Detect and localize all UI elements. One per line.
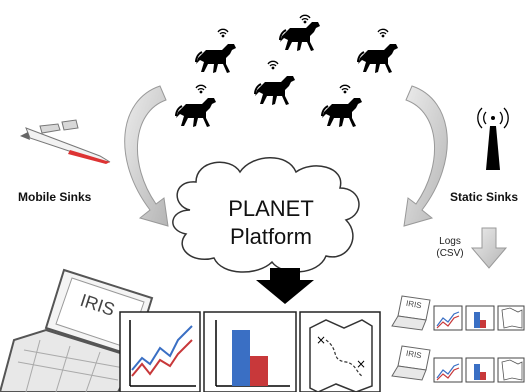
logs-down-arrow bbox=[470, 227, 508, 269]
horse-icon bbox=[279, 14, 321, 52]
horse-icon bbox=[321, 84, 363, 128]
platform-title-line-2: Platform bbox=[230, 224, 312, 249]
map-icon: × × bbox=[299, 311, 381, 392]
bar-chart-icon bbox=[203, 311, 297, 392]
static-sinks-label: Static Sinks bbox=[450, 190, 519, 204]
line-chart-icon bbox=[119, 311, 201, 392]
horse-icon bbox=[254, 60, 296, 106]
platform-title-line-1: PLANET bbox=[228, 196, 314, 221]
horse-icon bbox=[195, 28, 237, 74]
mini-dashboard-row-1 bbox=[391, 295, 525, 331]
mobile-sinks-label: Mobile Sinks bbox=[18, 190, 92, 204]
horse-icon bbox=[175, 84, 217, 128]
cloud-icon bbox=[172, 157, 360, 273]
svg-text:×: × bbox=[356, 357, 366, 371]
mini-dashboard-row-2 bbox=[391, 345, 525, 383]
logs-label-line-2: (CSV) bbox=[436, 248, 464, 259]
logs-label: Logs (CSV) bbox=[432, 236, 468, 260]
drone-icon bbox=[20, 119, 111, 164]
left-curved-arrow bbox=[124, 85, 169, 227]
platform-title: PLANET Platform bbox=[216, 195, 326, 251]
logs-label-line-1: Logs bbox=[439, 236, 461, 247]
right-curved-arrow bbox=[403, 85, 448, 227]
antenna-icon bbox=[477, 107, 509, 170]
svg-text:×: × bbox=[316, 333, 326, 347]
down-arrow bbox=[256, 268, 314, 304]
horse-icon bbox=[357, 28, 399, 74]
